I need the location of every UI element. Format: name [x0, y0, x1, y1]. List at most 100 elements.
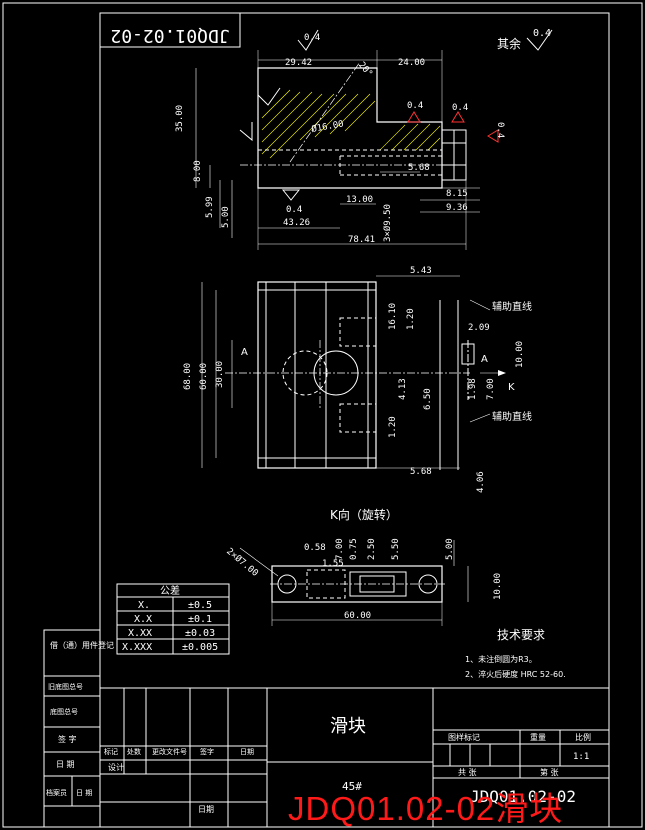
- dim-2x-dia-7: 2×Ø7.00: [224, 546, 260, 579]
- svg-text:X.XXX: X.XXX: [122, 642, 152, 653]
- svg-text:日 期: 日 期: [56, 760, 75, 769]
- svg-text:比例: 比例: [575, 732, 591, 742]
- dim-6-50: 6.50: [423, 388, 433, 410]
- tech-req-title: 技术要求: [497, 628, 545, 642]
- aux-line-label-bottom: 辅助直线: [492, 410, 532, 423]
- dim-3x-dia-9-50: 3×Ø9.50: [382, 204, 393, 242]
- rotated-drawing-number-box: JDQ01.02-02: [99, 12, 241, 48]
- dim-5-43: 5.43: [410, 266, 432, 276]
- svg-text:签字: 签字: [200, 747, 214, 756]
- svg-text:标记: 标记: [104, 747, 118, 756]
- dim-1-98: 1.98: [468, 378, 478, 400]
- dim-5-50: 5.50: [391, 538, 401, 560]
- dim-10-00-k: 10.00: [493, 573, 503, 600]
- view-arrow-k-label: K: [508, 382, 515, 393]
- drawing-number: JDQ01.02-02: [470, 787, 576, 806]
- dim-dia-16-00: Ø16.00: [311, 118, 345, 134]
- dim-60-00: 60.00: [199, 363, 209, 390]
- svg-text:X.X: X.X: [134, 614, 152, 625]
- dim-2-09: 2.09: [468, 323, 490, 333]
- dim-8-15: 8.15: [446, 189, 468, 199]
- tech-req-item-2: 2、淬火后硬度 HRC 52-60.: [465, 669, 566, 679]
- dim-9-36: 9.36: [446, 203, 468, 213]
- title-block: 标记 处数 更改文件号 签字 日期 设计 日期 滑块 45# 图样标记 重量 比…: [99, 687, 610, 828]
- aux-line-label-top: 辅助直线: [492, 300, 532, 313]
- dim-29-42: 29.42: [285, 58, 312, 68]
- svg-text:±0.005: ±0.005: [182, 642, 218, 653]
- svg-text:设计: 设计: [108, 762, 124, 772]
- svg-text:档案员: 档案员: [46, 788, 67, 797]
- dim-0-58: 0.58: [304, 543, 326, 553]
- dim-8-00: 8.00: [193, 160, 203, 182]
- dim-1-55: 1.55: [322, 559, 344, 569]
- dim-10-00-mid: 10.00: [515, 341, 525, 368]
- svg-text:日 期: 日 期: [76, 789, 92, 797]
- dim-24-00: 24.00: [398, 58, 425, 68]
- svg-text:0.4: 0.4: [452, 103, 468, 113]
- scale-value: 1:1: [573, 752, 589, 762]
- material: 45#: [342, 780, 362, 793]
- svg-text:签 字: 签 字: [58, 734, 77, 744]
- dim-1-20-bottom: 1.20: [388, 416, 398, 438]
- dim-1-20-top: 1.20: [406, 308, 416, 330]
- dim-5-68-mid: 5.68: [410, 467, 432, 477]
- dim-7-00: 7.00: [486, 378, 496, 400]
- svg-text:旧底图总号: 旧底图总号: [48, 682, 83, 691]
- svg-text:0.4: 0.4: [495, 122, 505, 138]
- roughness-others-note: 其余 0.4: [497, 28, 553, 51]
- k-view: K向（旋转） 2×Ø7.00 0.58 1.55 7.00 0.75 2.50 …: [224, 507, 503, 626]
- dim-13-00: 13.00: [346, 195, 373, 205]
- section-label-a-left: A: [241, 347, 248, 358]
- svg-text:0.4: 0.4: [304, 33, 320, 43]
- red-watermark-text: JDQ01.02-02滑块: [288, 790, 564, 827]
- part-name: 滑块: [330, 716, 366, 737]
- svg-text:±0.5: ±0.5: [188, 600, 212, 611]
- dim-5-00-k: 5.00: [445, 538, 455, 560]
- svg-text:±0.03: ±0.03: [185, 628, 215, 639]
- svg-text:重量: 重量: [530, 732, 546, 742]
- dim-78-41: 78.41: [348, 235, 375, 245]
- tolerance-table: 公差 X. ±0.5 X.X ±0.1 X.XX ±0.03 X.XXX ±0.…: [116, 583, 230, 655]
- svg-text:日期: 日期: [240, 748, 254, 756]
- dim-4-06: 4.06: [476, 471, 486, 493]
- section-label-a-right: A: [481, 354, 488, 365]
- rotated-drawing-number: JDQ01.02-02: [110, 25, 229, 46]
- svg-text:共 张: 共 张: [458, 768, 477, 777]
- svg-text:0.4: 0.4: [286, 205, 302, 215]
- dim-0-75: 0.75: [349, 538, 359, 560]
- dim-angle-20: 20°: [356, 60, 374, 79]
- svg-text:底图总号: 底图总号: [50, 707, 78, 716]
- inner-border: [99, 12, 610, 828]
- svg-text:X.: X.: [138, 600, 150, 611]
- front-view: 0.4 0.4 0.4 0.4 0.4 29.42 24.00 35.00 8.…: [175, 29, 505, 250]
- tech-requirements: 技术要求 1、未注倒圆为R3。 2、淬火后硬度 HRC 52-60.: [465, 628, 566, 679]
- dim-60-00-k: 60.00: [344, 611, 371, 621]
- dim-5-00: 5.00: [221, 206, 231, 228]
- svg-text:第 张: 第 张: [540, 767, 559, 777]
- svg-text:0.4: 0.4: [407, 101, 423, 111]
- k-view-title: K向（旋转）: [330, 507, 398, 522]
- dim-4-13: 4.13: [398, 378, 408, 400]
- middle-view: 68.00 60.00 30.00 5.43 16.10 1.20 2.09 4…: [183, 266, 532, 493]
- svg-text:借（通）用件登记: 借（通）用件登记: [50, 640, 114, 650]
- svg-text:图样标记: 图样标记: [448, 732, 480, 742]
- dim-5-99: 5.99: [205, 196, 215, 218]
- svg-text:更改文件号: 更改文件号: [152, 747, 187, 756]
- roughness-others-value: 0.4: [533, 28, 551, 39]
- dim-16-10: 16.10: [388, 303, 398, 330]
- tech-req-item-1: 1、未注倒圆为R3。: [465, 654, 537, 664]
- dim-68-00: 68.00: [183, 363, 193, 390]
- dim-43-26: 43.26: [283, 218, 310, 228]
- svg-text:处数: 处数: [127, 747, 141, 756]
- svg-text:X.XX: X.XX: [128, 628, 152, 639]
- dim-7-00-k: 7.00: [335, 538, 345, 560]
- svg-text:日期: 日期: [198, 805, 214, 814]
- svg-text:±0.1: ±0.1: [188, 614, 212, 625]
- dim-5-68-front: 5.68: [408, 163, 430, 173]
- left-side-table: 借（通）用件登记 旧底图总号 底图总号 签 字 日 期 档案员 日 期: [43, 629, 114, 827]
- dim-30-00: 30.00: [215, 361, 225, 388]
- dim-2-50: 2.50: [367, 538, 377, 560]
- roughness-others-label: 其余: [497, 36, 521, 51]
